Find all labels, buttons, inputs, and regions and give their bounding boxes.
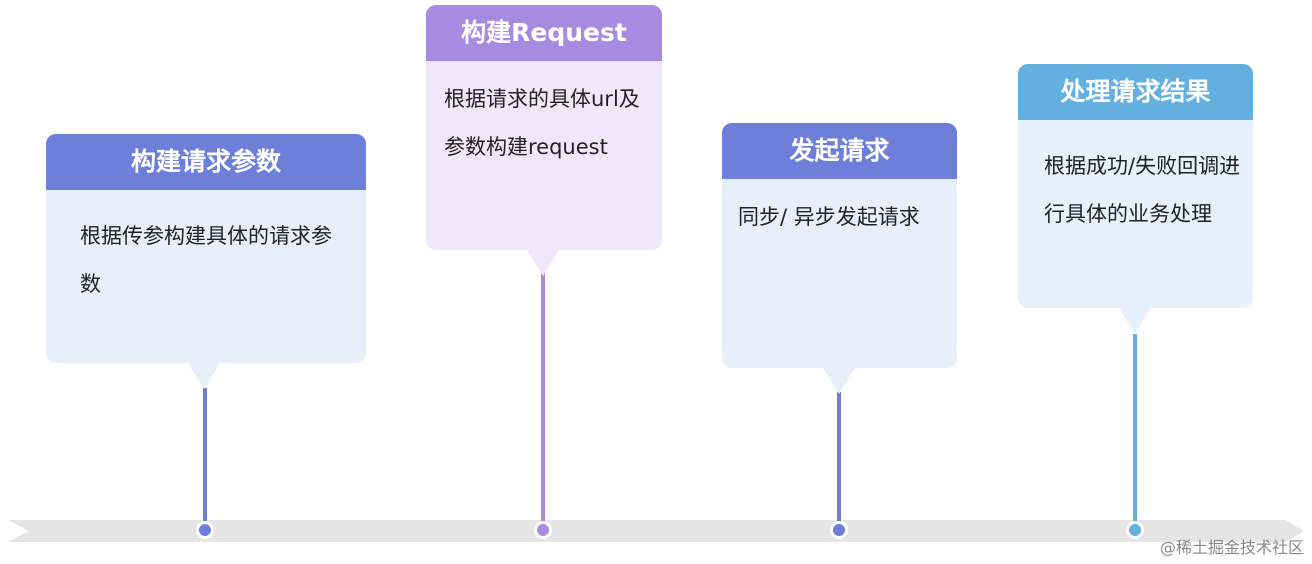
card-pointer-3 <box>823 368 855 394</box>
timeline-dot-2 <box>534 521 552 539</box>
card-pointer-1 <box>188 363 220 389</box>
watermark: @稀土掘金技术社区 <box>1159 538 1304 557</box>
step-desc-2: 根据请求的具体url及参数构建request <box>444 87 640 159</box>
timeline-stem-1 <box>203 388 207 528</box>
step-desc-3: 同步/ 异步发起请求 <box>738 205 920 229</box>
step-title-2: 构建Request <box>426 5 662 61</box>
timeline-stem-3 <box>837 392 841 528</box>
step-card-2: 构建Request 根据请求的具体url及参数构建request <box>426 5 662 276</box>
step-card-4: 处理请求结果 根据成功/失败回调进行具体的业务处理 <box>1018 64 1253 334</box>
timeline-dot-3 <box>830 521 848 539</box>
timeline-dot-4 <box>1126 521 1144 539</box>
step-desc-1: 根据传参构建具体的请求参数 <box>80 224 332 296</box>
timeline-bar <box>8 520 1304 542</box>
step-desc-4: 根据成功/失败回调进行具体的业务处理 <box>1044 154 1241 226</box>
step-title-4: 处理请求结果 <box>1018 64 1253 120</box>
step-card-1: 构建请求参数 根据传参构建具体的请求参数 <box>46 134 366 389</box>
timeline-dot-1 <box>196 521 214 539</box>
timeline-stem-4 <box>1133 334 1137 528</box>
timeline-stem-2 <box>541 272 545 528</box>
step-title-1: 构建请求参数 <box>46 134 366 190</box>
step-card-3: 发起请求 同步/ 异步发起请求 <box>722 123 957 394</box>
card-pointer-2 <box>527 250 559 276</box>
step-title-3: 发起请求 <box>722 123 957 179</box>
card-pointer-4 <box>1119 308 1151 334</box>
